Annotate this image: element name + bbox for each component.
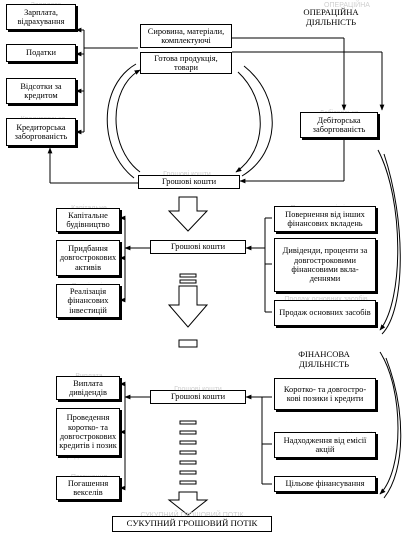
box-taxes: Податки: [6, 44, 76, 62]
box-return-investments: Повернення від інших фінансових вкладень: [274, 206, 376, 232]
ghost-text: Грошові кошти: [152, 386, 244, 393]
ghost-text: СУКУПНИЙ ГРОШОВИЙ ПОТІК: [112, 512, 272, 519]
box-finished-goods: Готова продукція, товари: [140, 52, 232, 74]
ghost-text: ОПЕРАЦІЙНА: [324, 2, 370, 9]
box-loans-issued: Проведення коротко- та довгострокових кр…: [56, 408, 120, 456]
box-fixed-assets-sale: Продаж основних засобів: [274, 300, 376, 326]
block-arrow-3: [167, 491, 209, 516]
box-cash-investing: Грошові кошти: [150, 240, 246, 254]
box-bill-repayment: Погашення векселів: [56, 476, 120, 500]
operating-heading-line: ДІЯЛЬНІСТЬ: [305, 16, 357, 27]
box-dividends-interest: Дивіденди, проценти за довгостроковими ф…: [274, 238, 376, 292]
financial-heading-line: ДІЯЛЬНІСТЬ: [298, 358, 350, 369]
block-arrow-1: [167, 196, 209, 232]
box-dividend-payments: Виплата дивідендів: [56, 376, 120, 400]
ghost-text: Продаж основних засобів: [276, 296, 376, 303]
ghost-text: Грошові кошти: [142, 171, 232, 178]
box-salary: Зарплата, відрахування: [6, 4, 76, 30]
box-loans-received: Коротко- та довгостро-кові позики і кред…: [274, 378, 376, 410]
box-receivables: Дебіторська заборгованість: [300, 112, 378, 138]
box-cash-operating: Грошові кошти: [138, 175, 240, 189]
box-financial-investments: Реалізація фінансових інвестицій: [56, 284, 120, 318]
financial-heading-line: ФІНАНСОВА: [298, 349, 350, 359]
box-targeted-funding: Цільове фінансування: [274, 476, 376, 492]
box-loan-interest: Відсотки за кредитом: [6, 78, 76, 104]
block-arrow-2: [167, 285, 209, 328]
box-raw-materials: Сировина, матеріали, комплектуючі: [140, 24, 232, 48]
box-long-term-assets: Придбання довгострокових активів: [56, 240, 120, 276]
box-cash-financing: Грошові кошти: [150, 390, 246, 404]
operating-heading-line: ОПЕРАЦІЙНА: [303, 7, 359, 17]
box-capital-construction: Капітальне будівництво: [56, 208, 120, 232]
box-share-issue: Надходження від емісії акцій: [274, 432, 376, 458]
box-payables: Кредиторська заборгованість: [6, 118, 76, 146]
box-total-cash-flow: СУКУПНИЙ ГРОШОВИЙ ПОТІК: [112, 516, 272, 532]
operating-heading: ОПЕРАЦІЙНА ДІЯЛЬНІСТЬ: [296, 7, 366, 28]
financial-heading: ФІНАНСОВА ДІЯЛЬНІСТЬ: [286, 349, 362, 370]
